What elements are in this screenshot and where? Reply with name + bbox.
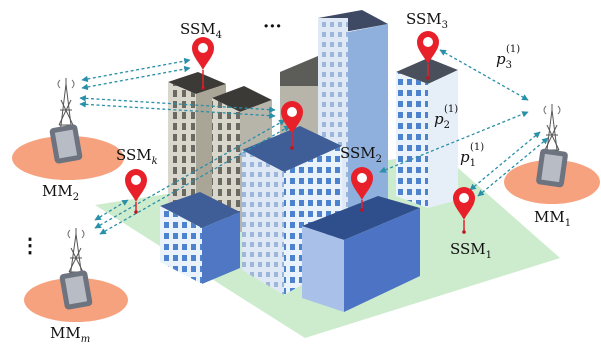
label-p2: p2(1)	[434, 104, 458, 131]
link-p2	[379, 111, 529, 173]
map-pin-icon-center	[281, 101, 303, 150]
link-mm2-ssm4-a	[81, 57, 191, 83]
building-front-right	[302, 196, 420, 312]
label-mmm: MMm	[50, 324, 90, 345]
antenna-tower-icon-mm2	[12, 78, 124, 180]
map-pin-icon-ssm3	[417, 31, 439, 80]
label-mm2: MM2	[42, 182, 79, 203]
antenna-tower-icon-mmm	[24, 228, 128, 322]
map-pin-icon-ssmk	[125, 169, 147, 214]
antenna-tower-icon-mm1	[504, 104, 600, 204]
label-ssmk: SSMk	[116, 146, 158, 167]
label-mm1: MM1	[534, 208, 571, 229]
monitor-icon-mm2	[49, 124, 83, 164]
label-ssm2: SSM2	[340, 144, 382, 165]
link-mmm-center-b	[99, 125, 291, 235]
link-p3	[439, 49, 529, 101]
link-p1-b	[477, 137, 549, 197]
links	[79, 49, 549, 235]
building-right-tower	[396, 58, 458, 208]
label-ssm1: SSM1	[450, 240, 492, 261]
map-pin-icon-ssm2	[351, 167, 373, 212]
link-mm2-ssm4-b	[81, 65, 191, 91]
map-pin-icon-ssm1	[453, 187, 475, 234]
ellipsis-left: ⋮	[20, 233, 40, 257]
label-ssm4: SSM4	[180, 20, 222, 41]
monitor-icon-mmm	[59, 270, 93, 310]
monitor-icon-mm1	[536, 148, 568, 188]
map-pin-icon-ssm4	[192, 37, 214, 90]
label-p3: p3(1)	[496, 44, 520, 71]
label-p1: p1(1)	[460, 142, 484, 169]
label-ssm3: SSM3	[406, 10, 448, 31]
ellipsis-top: ···	[263, 16, 282, 37]
